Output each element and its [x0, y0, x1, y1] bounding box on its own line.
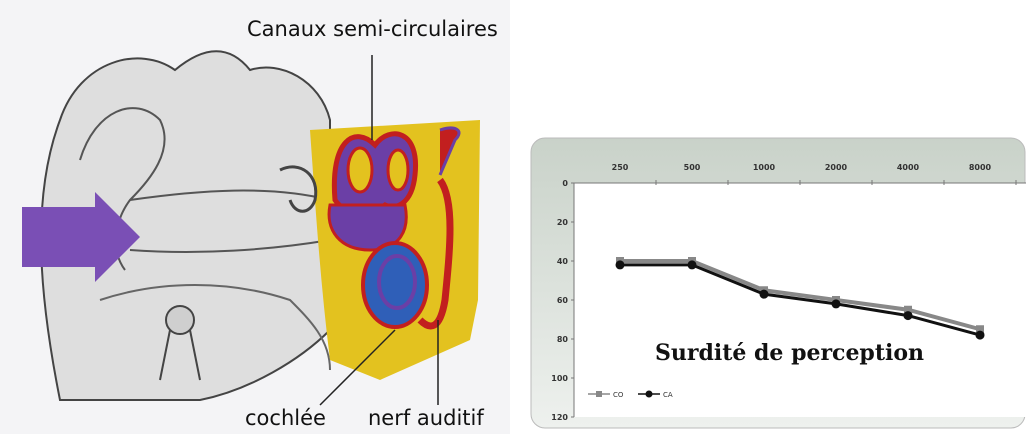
data-point-ca [616, 260, 625, 269]
label-semicircular-canals: Canaux semi-circulaires [247, 17, 498, 41]
legend-label: CA [663, 391, 673, 399]
data-point-ca [904, 311, 913, 320]
legend-label: CO [613, 391, 624, 399]
x-tick-label: 8000 [969, 163, 992, 172]
cochlea-shape [363, 243, 427, 327]
data-point-ca [832, 299, 841, 308]
audiogram-chart: 250 500 1000 2000 4000 8000 0 20 40 60 80 100 120 C… [530, 137, 1026, 429]
y-tick-label: 0 [562, 179, 568, 188]
y-tick-label: 40 [557, 257, 569, 266]
x-tick-label: 4000 [897, 163, 920, 172]
y-tick-label: 120 [551, 413, 568, 422]
y-tick-label: 20 [557, 218, 569, 227]
ear-illustration [0, 0, 510, 434]
y-tick-label: 60 [557, 296, 569, 305]
x-tick-label: 250 [612, 163, 629, 172]
x-tick-label: 1000 [753, 163, 776, 172]
x-tick-label: 2000 [825, 163, 848, 172]
ear-anatomy-diagram: Canaux semi-circulaires cochlée nerf aud… [0, 0, 510, 434]
data-point-ca [976, 331, 985, 340]
data-point-ca [688, 260, 697, 269]
legend-marker-circle [646, 391, 653, 398]
semicircular-canals [334, 134, 415, 212]
data-point-ca [760, 290, 769, 299]
label-auditory-nerve: nerf auditif [368, 406, 484, 430]
y-tick-label: 80 [557, 335, 569, 344]
legend-marker-square [596, 391, 602, 397]
label-cochlea: cochlée [245, 406, 326, 430]
x-tick-label: 500 [684, 163, 701, 172]
y-tick-label: 100 [551, 374, 568, 383]
audiogram-svg: 250 500 1000 2000 4000 8000 0 20 40 60 80 100 120 C… [530, 137, 1026, 429]
chart-title: Surdité de perception [655, 340, 924, 366]
